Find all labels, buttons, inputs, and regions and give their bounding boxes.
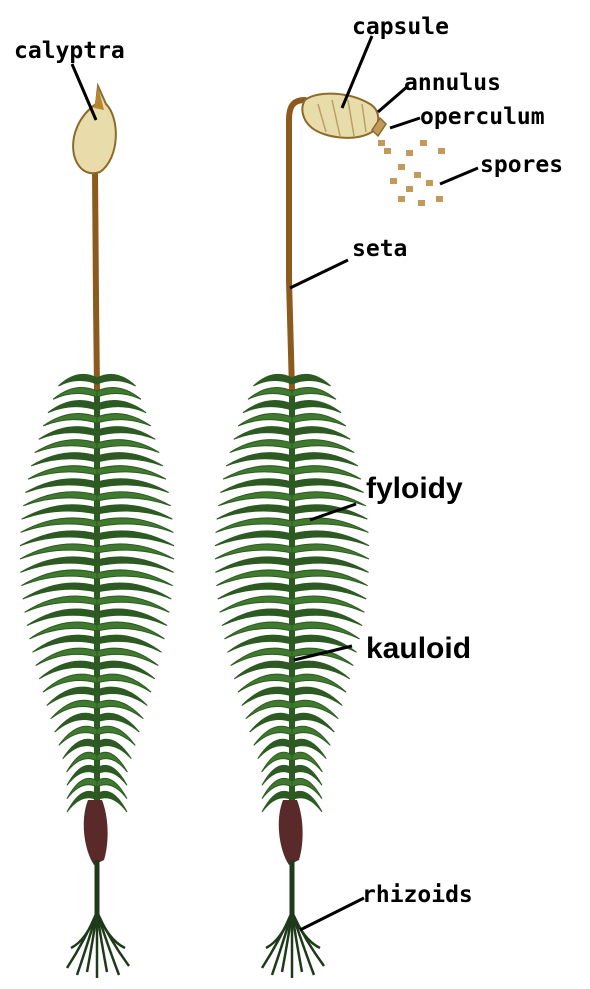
- spore: [378, 140, 385, 146]
- leaf: [292, 427, 350, 440]
- leaf: [292, 440, 354, 453]
- leaf: [21, 518, 97, 533]
- label-capsule: capsule: [352, 14, 449, 40]
- spore: [426, 180, 433, 186]
- left-rhizoids-roots: [67, 912, 129, 978]
- leaf: [97, 453, 163, 466]
- leaf: [292, 557, 369, 572]
- leaf: [234, 427, 292, 440]
- leader-spores: [440, 168, 478, 184]
- spores-cluster: [378, 140, 445, 206]
- label-spores: spores: [480, 152, 563, 178]
- label-fyloidy: fyloidy: [366, 472, 463, 505]
- spore: [398, 196, 405, 202]
- leaf: [292, 544, 369, 559]
- spore: [406, 150, 413, 156]
- leaf: [97, 401, 146, 413]
- leader-calyptra: [72, 64, 96, 120]
- label-operculum: operculum: [420, 104, 545, 130]
- spore: [406, 186, 413, 192]
- leaf: [292, 401, 341, 413]
- left-moss-plant: [20, 86, 174, 978]
- leaf: [20, 544, 97, 559]
- leaf: [292, 414, 346, 426]
- leaf: [97, 557, 174, 572]
- leaf: [97, 505, 172, 519]
- spore: [398, 164, 405, 170]
- right-seta: [289, 100, 305, 390]
- right-gametophyte: [215, 374, 369, 978]
- leaf: [238, 414, 292, 426]
- leaf: [97, 518, 173, 533]
- left-calyptra-shape: [73, 86, 116, 173]
- leaf: [28, 466, 97, 479]
- leaf: [97, 387, 141, 399]
- spore: [418, 200, 425, 206]
- leaf: [97, 427, 155, 440]
- spore: [436, 196, 443, 202]
- leaf: [97, 440, 159, 453]
- spore: [390, 178, 397, 184]
- leaf: [43, 414, 97, 426]
- leaf: [218, 492, 292, 506]
- leaf: [23, 492, 97, 506]
- leaf: [97, 414, 151, 426]
- right-stem-base: [279, 800, 303, 865]
- left-seta: [95, 170, 97, 390]
- leaf: [97, 466, 166, 479]
- leaf: [223, 466, 292, 479]
- leaf: [292, 453, 358, 466]
- leaf: [58, 374, 97, 386]
- leaf: [220, 479, 292, 493]
- leaf: [39, 427, 97, 440]
- leaf: [97, 492, 171, 506]
- leaf: [230, 440, 292, 453]
- leaf: [48, 401, 97, 413]
- leaf: [216, 518, 292, 533]
- label-annulus: annulus: [404, 70, 501, 96]
- leaf: [20, 531, 97, 546]
- leaf: [25, 479, 97, 493]
- spore: [414, 172, 421, 178]
- right-capsule-shape: [302, 94, 378, 138]
- leaf: [226, 453, 292, 466]
- leaf: [35, 440, 97, 453]
- leaf: [248, 387, 292, 399]
- leaf: [31, 453, 97, 466]
- leaf: [292, 387, 336, 399]
- leaf: [292, 466, 361, 479]
- spore: [384, 148, 391, 154]
- label-seta: seta: [352, 236, 407, 262]
- left-stem-base: [84, 800, 108, 865]
- leaf: [292, 531, 369, 546]
- leaf: [292, 518, 368, 533]
- leader-operculum: [390, 118, 420, 128]
- leader-rhizoids: [300, 898, 364, 930]
- left-gametophyte: [20, 374, 174, 978]
- leaf: [292, 479, 364, 493]
- spore: [438, 148, 445, 154]
- spore: [420, 140, 427, 146]
- leader-seta: [290, 260, 348, 288]
- leaf: [97, 374, 136, 386]
- leaf: [53, 387, 97, 399]
- leaf: [22, 505, 97, 519]
- label-calyptra: calyptra: [14, 38, 125, 64]
- leaf: [243, 401, 292, 413]
- leaf: [215, 544, 292, 559]
- leaf: [217, 505, 292, 519]
- right-moss-plant: [215, 94, 445, 978]
- label-kauloid: kauloid: [366, 632, 471, 665]
- leaf: [215, 531, 292, 546]
- label-rhizoids: rhizoids: [362, 882, 473, 908]
- leaf: [253, 374, 292, 386]
- leaf: [97, 544, 174, 559]
- leaf: [97, 531, 174, 546]
- leaf: [215, 557, 292, 572]
- leaf: [20, 557, 97, 572]
- leaf: [292, 374, 331, 386]
- leaf: [97, 479, 169, 493]
